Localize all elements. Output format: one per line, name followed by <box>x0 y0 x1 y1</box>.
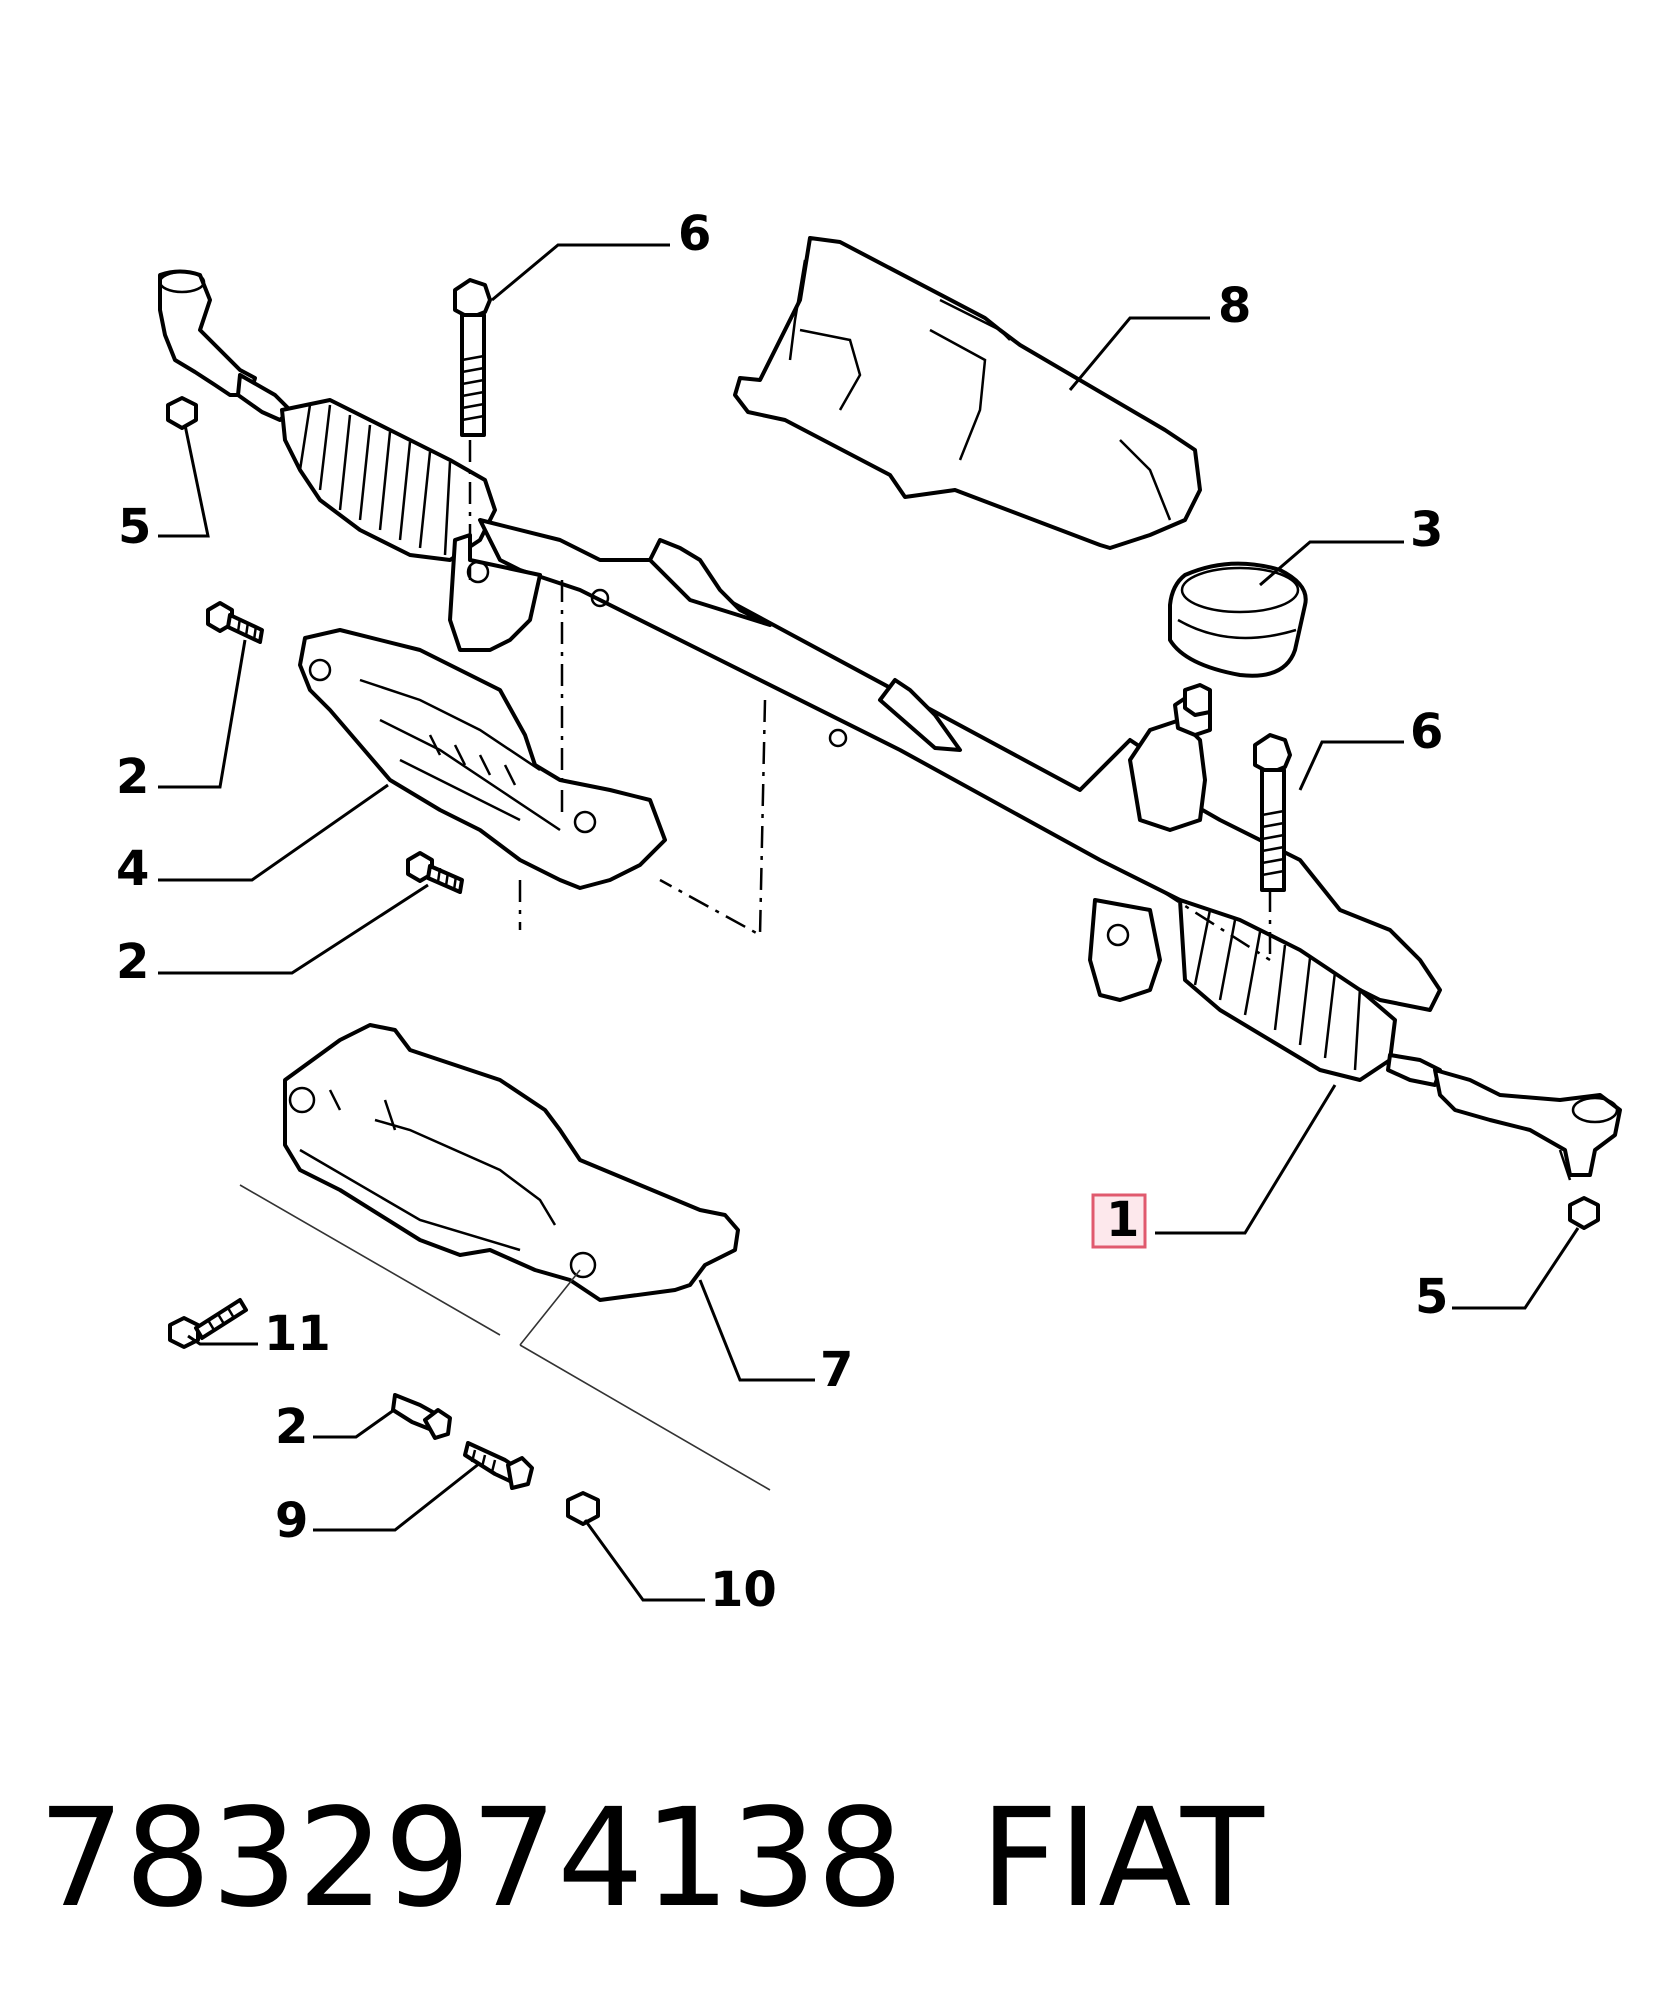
callout-2-b[interactable]: 2 <box>116 934 149 990</box>
callout-8[interactable]: 8 <box>1218 278 1251 334</box>
callout-2-c[interactable]: 2 <box>275 1399 308 1455</box>
callout-6-top[interactable]: 6 <box>678 206 711 262</box>
selected-part-highlight <box>1091 1193 1147 1249</box>
screw-9 <box>463 1441 534 1490</box>
callout-7[interactable]: 7 <box>820 1342 853 1398</box>
callout-1[interactable]: 1 <box>1106 1192 1139 1248</box>
part-number-caption: 7832974138 <box>38 1780 903 1938</box>
brand-caption: FIAT <box>980 1780 1265 1938</box>
callout-9[interactable]: 9 <box>275 1493 308 1549</box>
screw-2-middle <box>406 851 464 894</box>
seal-ring <box>1168 561 1308 678</box>
callout-11[interactable]: 11 <box>264 1306 331 1362</box>
callout-2-a[interactable]: 2 <box>116 749 149 805</box>
callout-5-right[interactable]: 5 <box>1415 1269 1448 1325</box>
heat-shield-lower <box>283 1023 740 1302</box>
callout-3[interactable]: 3 <box>1410 502 1443 558</box>
callout-5-left[interactable]: 5 <box>118 499 151 555</box>
nut-5-right <box>1568 1196 1600 1230</box>
heat-shield-upper <box>733 236 1202 550</box>
leader-lines <box>158 243 1580 1602</box>
callout-6-right[interactable]: 6 <box>1410 704 1443 760</box>
nut-10 <box>566 1491 600 1526</box>
heat-shield-middle <box>298 628 667 890</box>
bolt-11 <box>168 1298 248 1349</box>
screw-2-upper <box>206 601 264 644</box>
bolt-6-right <box>1253 733 1292 892</box>
callout-10[interactable]: 10 <box>710 1562 777 1618</box>
callout-4[interactable]: 4 <box>116 841 149 897</box>
steering-rack-assembly <box>158 269 1622 1181</box>
reference-line <box>239 1184 771 1491</box>
alignment-lines <box>468 440 1272 962</box>
nut-5-left <box>166 396 198 430</box>
screw-2-lower <box>391 1393 452 1440</box>
bolt-6-top <box>453 278 492 437</box>
